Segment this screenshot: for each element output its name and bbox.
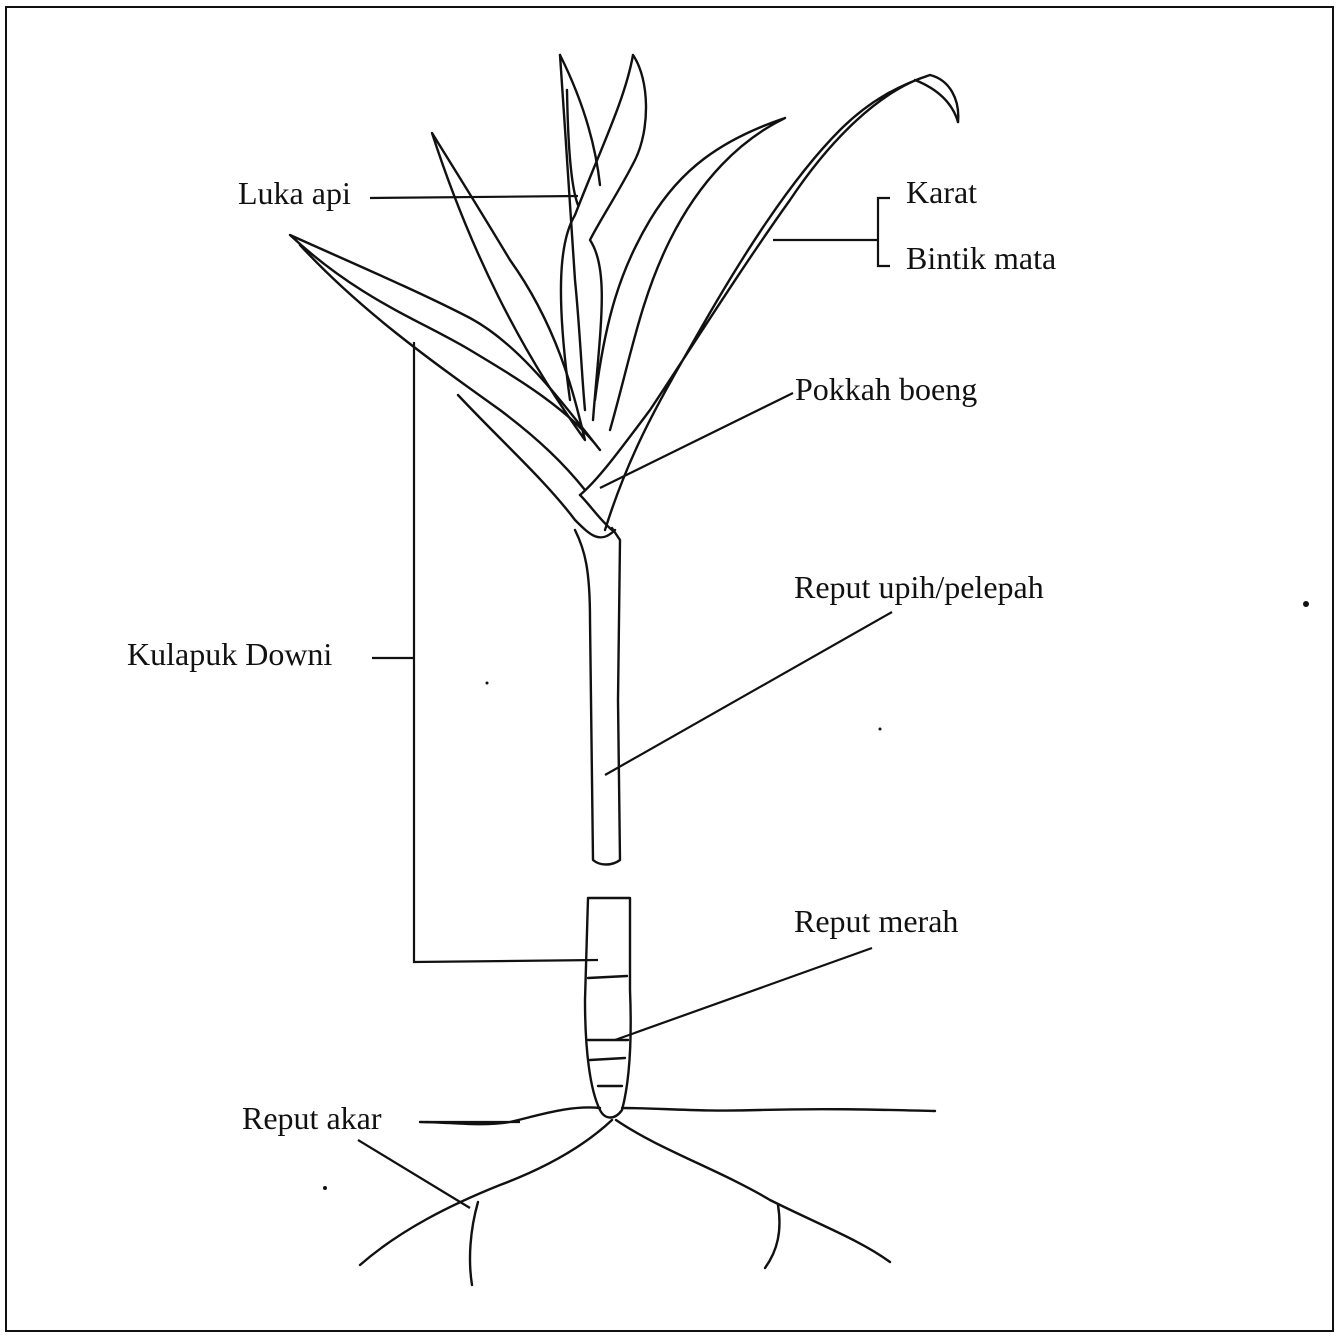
label-reput-merah: Reput merah — [794, 905, 958, 937]
stalk-node-1 — [588, 976, 627, 978]
root-left-branch — [470, 1202, 478, 1285]
root-right-upper — [622, 1108, 935, 1111]
leader-luka-api — [370, 196, 578, 198]
label-bintik-mata: Bintik mata — [906, 242, 1056, 274]
leaf-right-mid — [595, 118, 785, 430]
leader-reput-merah — [615, 948, 872, 1040]
leaf-sheath-right — [580, 495, 612, 530]
leader-pokkah-boeng — [600, 393, 793, 488]
leaf-left-long — [300, 245, 585, 490]
leaf-tip-curl — [915, 80, 958, 122]
lower-stalk — [585, 898, 631, 1118]
root-left-main — [360, 1120, 612, 1265]
speck — [1303, 601, 1309, 607]
label-karat: Karat — [906, 176, 977, 208]
label-reput-akar: Reput akar — [242, 1102, 382, 1134]
leaf-far-right — [580, 75, 958, 530]
root-right-main — [616, 1120, 890, 1262]
label-luka-api: Luka api — [238, 177, 351, 209]
speck — [486, 682, 489, 685]
label-kulapuk-downi: Kulapuk Downi — [127, 638, 332, 670]
leaf-sheath-left — [458, 395, 615, 537]
leader-lines — [323, 196, 1309, 1208]
bracket-karat-bintik — [878, 198, 890, 266]
root-right-branch — [765, 1205, 779, 1268]
upper-stalk — [575, 528, 620, 865]
speck — [323, 1186, 327, 1190]
leader-kulapuk-downi — [372, 342, 598, 962]
stalk-node-3 — [590, 1058, 625, 1060]
speck — [879, 728, 882, 731]
leaf-far-left — [290, 235, 600, 450]
leaf-center-right — [561, 55, 646, 420]
leader-reput-upih — [605, 612, 892, 775]
label-pokkah-boeng: Pokkah boeng — [795, 373, 977, 405]
leader-reput-akar — [358, 1140, 470, 1208]
label-reput-upih: Reput upih/pelepah — [794, 571, 1044, 603]
